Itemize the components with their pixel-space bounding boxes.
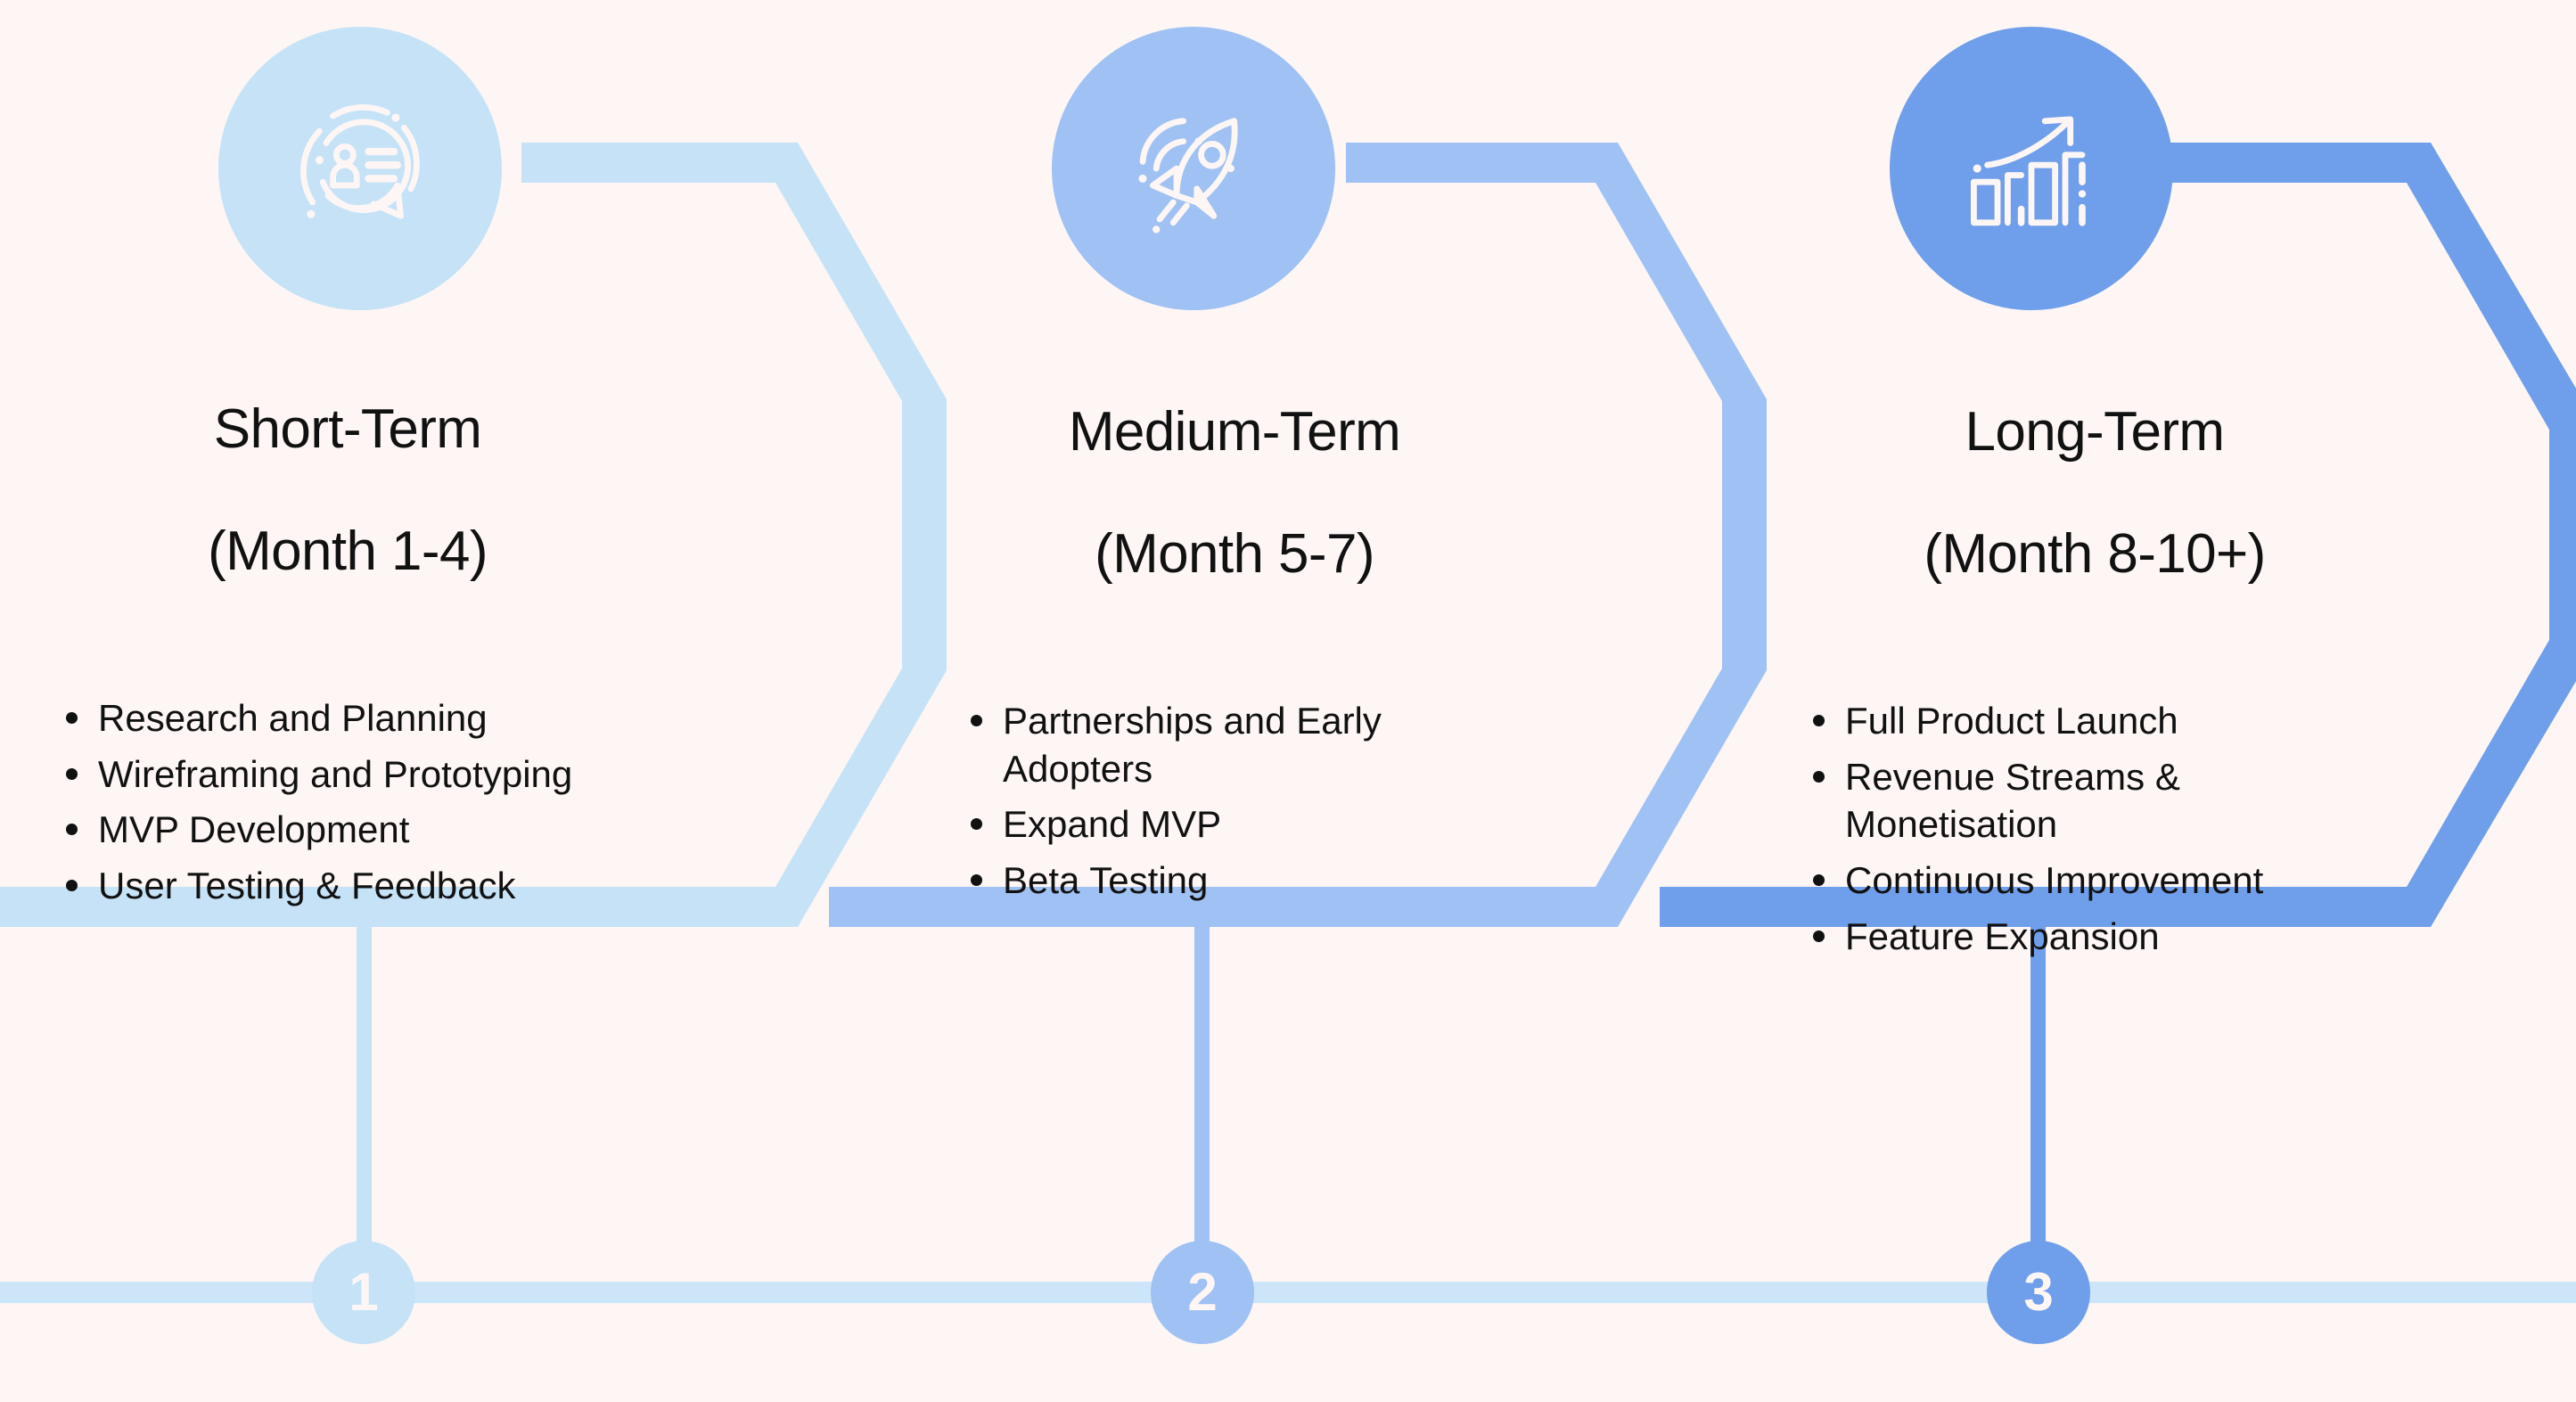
- list-item: Beta Testing: [958, 857, 1511, 905]
- stage-bullet-list-2: Partnerships and Early Adopters Expand M…: [958, 697, 1511, 905]
- list-item: Full Product Launch: [1801, 697, 2389, 745]
- stage-title-1: Short-Term (Month 1-4): [53, 339, 642, 643]
- rocket-icon: [1138, 118, 1238, 234]
- connector-line-stage-1: [357, 927, 372, 1257]
- stage-icon-badge-2: [1052, 27, 1335, 310]
- stage-title-line1: Medium-Term: [1068, 401, 1401, 463]
- user-research-icon: [300, 104, 420, 219]
- growth-chart-icon: [1970, 116, 2087, 226]
- list-item: Continuous Improvement: [1801, 857, 2389, 905]
- timeline-node-3[interactable]: 3: [1987, 1241, 2090, 1344]
- list-item: Wireframing and Prototyping: [53, 750, 642, 799]
- stage-column-3: Long-Term (Month 8-10+) Full Product Lau…: [1801, 341, 2389, 969]
- stage-icon-badge-1: [218, 27, 502, 310]
- connector-line-stage-2: [1194, 927, 1210, 1257]
- timeline-node-number: 3: [2023, 1262, 2054, 1322]
- list-item: Partnerships and Early Adopters: [958, 697, 1511, 793]
- connector-line-stage-3: [2030, 927, 2046, 1257]
- list-item: Feature Expansion: [1801, 913, 2389, 961]
- list-item: Expand MVP: [958, 800, 1511, 849]
- stage-title-line2: (Month 1-4): [208, 520, 488, 582]
- stage-title-3: Long-Term (Month 8-10+): [1801, 341, 2389, 645]
- timeline-node-number: 2: [1187, 1262, 1218, 1322]
- stage-column-1: Short-Term (Month 1-4) Research and Plan…: [53, 339, 642, 918]
- stage-column-2: Medium-Term (Month 5-7) Partnerships and…: [958, 341, 1511, 913]
- stage-title-line1: Long-Term: [1965, 401, 2226, 463]
- stage-title-line2: (Month 5-7): [1095, 522, 1374, 585]
- stage-icon-badge-3: [1890, 27, 2173, 310]
- stage-title-2: Medium-Term (Month 5-7): [958, 341, 1511, 645]
- stage-title-line1: Short-Term: [213, 398, 482, 461]
- list-item: MVP Development: [53, 806, 642, 854]
- list-item: Revenue Streams & Monetisation: [1801, 753, 2389, 849]
- timeline-node-2[interactable]: 2: [1151, 1241, 1254, 1344]
- list-item: User Testing & Feedback: [53, 862, 642, 910]
- stage-bullet-list-1: Research and Planning Wireframing and Pr…: [53, 694, 642, 910]
- stage-bullet-list-3: Full Product Launch Revenue Streams & Mo…: [1801, 697, 2389, 961]
- list-item: Research and Planning: [53, 694, 642, 742]
- timeline-node-1[interactable]: 1: [312, 1241, 415, 1344]
- timeline-node-number: 1: [349, 1262, 379, 1322]
- stage-title-line2: (Month 8-10+): [1924, 522, 2266, 585]
